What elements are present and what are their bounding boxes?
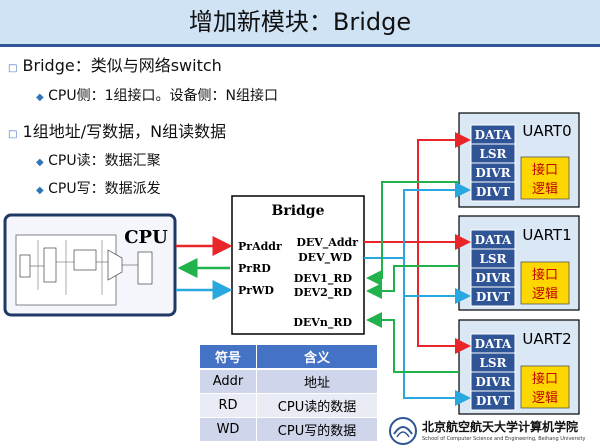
legend-cell: CPU写的数据 xyxy=(256,417,377,441)
uart2-reg-data: DATA xyxy=(475,337,512,351)
uart1-reg-divt: DIVT xyxy=(476,290,510,304)
write-data-bus xyxy=(364,182,471,406)
diamond-bullet-icon: ◆ xyxy=(36,157,44,168)
port-devn-rd: DEVn_RD xyxy=(293,316,352,330)
square-bullet-icon: □ xyxy=(8,129,18,140)
cpu-label: CPU xyxy=(124,227,168,248)
bullet-2-sub-1: ◆ CPU读：数据汇聚 xyxy=(36,150,161,170)
port-praddr: PrAddr xyxy=(238,240,282,253)
uart0-logic-1: 接口 xyxy=(532,162,558,178)
bullet-1: □ Bridge：类似与网络switch xyxy=(8,52,222,76)
title-bar xyxy=(0,0,600,44)
uart0-reg-divt: DIVT xyxy=(476,185,510,199)
uart-1: DATA LSR DIVR DIVT UART1 接口 逻辑 xyxy=(458,215,580,311)
port-prrd: PrRD xyxy=(238,262,271,275)
uart2-reg-divr: DIVR xyxy=(475,375,511,389)
square-bullet-icon: □ xyxy=(8,63,18,74)
bullet-2-text: 1组地址/写数据，N组读数据 xyxy=(22,122,227,141)
table-row: Addr 地址 xyxy=(200,368,377,394)
cpu-block: CPU xyxy=(3,213,177,317)
port-dev-wd: DEV_WD xyxy=(298,251,352,265)
legend-cell: RD xyxy=(200,393,257,418)
uart0-reg-divr: DIVR xyxy=(475,166,511,180)
table-row: RD CPU读的数据 xyxy=(200,393,377,418)
diamond-bullet-icon: ◆ xyxy=(36,92,44,103)
bridge-block: Bridge PrAddr PrRD PrWD DEV_Addr DEV_WD … xyxy=(231,195,365,335)
uart-0: DATA LSR DIVR DIVT UART0 接口 逻辑 xyxy=(458,112,580,208)
uart1-name: UART1 xyxy=(522,226,571,244)
read-data-bus xyxy=(366,181,459,373)
bullet-1-sub-1-text: CPU侧：1组接口。设备侧：N组接口 xyxy=(48,88,279,104)
title-rule xyxy=(0,44,600,47)
legend-header-symbol: 符号 xyxy=(200,345,257,370)
port-dev2-rd: DEV2_RD xyxy=(294,286,353,300)
bullet-1-sub-1: ◆ CPU侧：1组接口。设备侧：N组接口 xyxy=(36,85,278,105)
port-dev-addr: DEV_Addr xyxy=(296,236,358,250)
diamond-bullet-icon: ◆ xyxy=(36,185,44,196)
uart1-logic-1: 接口 xyxy=(532,267,558,283)
uart1-reg-divr: DIVR xyxy=(475,271,511,285)
uart0-reg-lsr: LSR xyxy=(479,147,507,161)
uart2-reg-lsr: LSR xyxy=(479,356,507,370)
bullet-2: □ 1组地址/写数据，N组读数据 xyxy=(8,118,226,142)
bullet-1-text: Bridge：类似与网络switch xyxy=(22,56,222,75)
bridge-title: Bridge xyxy=(271,203,324,219)
legend-cell: CPU读的数据 xyxy=(256,393,377,418)
school-name-cn: 北京航空航天大学计算机学院 xyxy=(422,420,579,434)
address-bus xyxy=(364,132,471,354)
legend-cell: 地址 xyxy=(256,368,377,394)
uart2-name: UART2 xyxy=(522,330,571,348)
uart1-logic-2: 逻辑 xyxy=(532,287,558,302)
port-prwd: PrWD xyxy=(238,284,274,297)
uart2-reg-divt: DIVT xyxy=(476,394,510,408)
uart1-reg-lsr: LSR xyxy=(479,252,507,266)
legend-header-meaning: 含义 xyxy=(256,345,377,370)
uart0-logic-2: 逻辑 xyxy=(532,182,558,197)
slide-title: 增加新模块：Bridge xyxy=(188,8,412,36)
uart2-logic-2: 逻辑 xyxy=(532,391,558,406)
uart-2: DATA LSR DIVR DIVT UART2 接口 逻辑 xyxy=(458,319,580,415)
symbol-legend-table: 符号 含义 Addr 地址 RD CPU读的数据 WD CPU写的数据 xyxy=(200,345,377,441)
uart1-reg-data: DATA xyxy=(475,233,512,247)
university-logo-icon xyxy=(389,417,417,445)
school-name-en: School of Computer Science and Engineeri… xyxy=(422,436,586,442)
uart2-logic-1: 接口 xyxy=(532,371,558,387)
bullet-2-sub-2: ◆ CPU写：数据派发 xyxy=(36,178,161,198)
bullet-2-sub-1-text: CPU读：数据汇聚 xyxy=(48,153,161,169)
table-row: WD CPU写的数据 xyxy=(200,417,377,441)
legend-cell: WD xyxy=(200,417,257,441)
legend-cell: Addr xyxy=(200,368,257,394)
uart0-reg-data: DATA xyxy=(475,128,512,142)
bullet-2-sub-2-text: CPU写：数据派发 xyxy=(48,181,161,197)
port-dev1-rd: DEV1_RD xyxy=(294,272,353,286)
uart0-name: UART0 xyxy=(522,122,571,140)
